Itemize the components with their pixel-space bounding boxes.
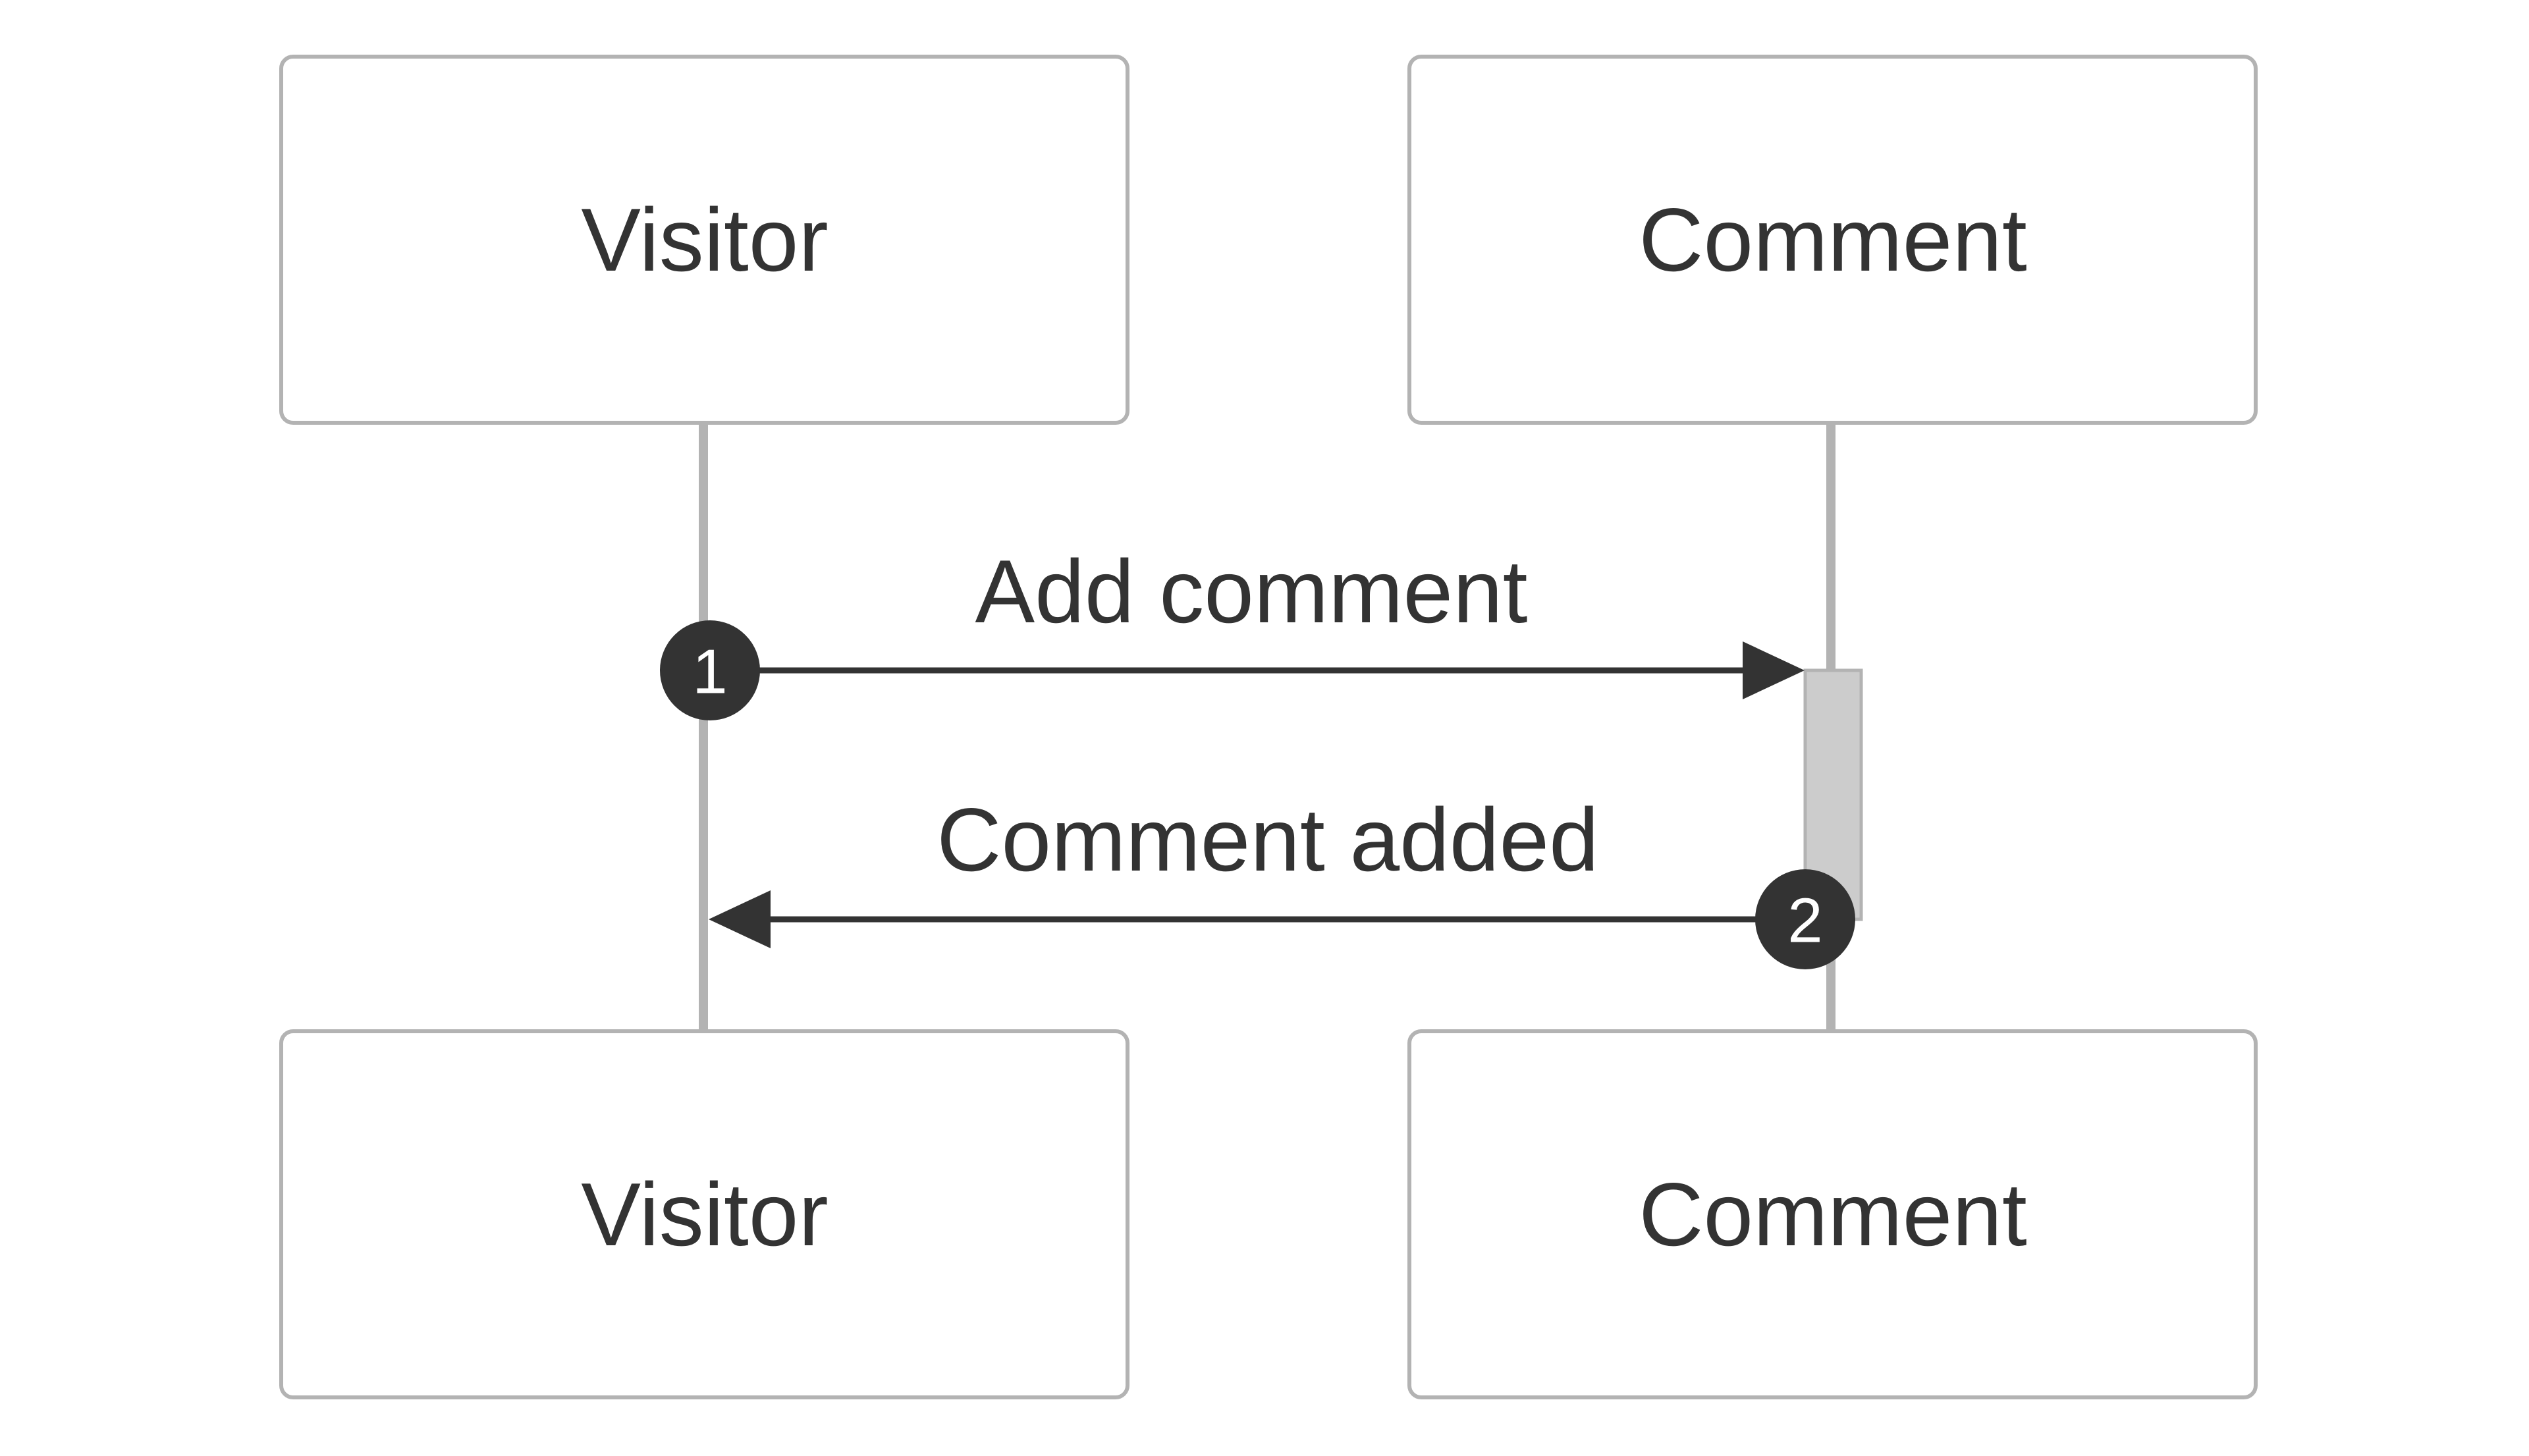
message-2-label: Comment added bbox=[937, 790, 1598, 890]
actor-visitor-bottom: Visitor bbox=[279, 1029, 1129, 1399]
message-1-label: Add comment bbox=[975, 541, 1527, 641]
actor-comment-bottom: Comment bbox=[1407, 1029, 2258, 1399]
message-1: Add comment 1 bbox=[660, 541, 1805, 720]
actor-visitor-top-label: Visitor bbox=[581, 190, 828, 290]
actor-comment-top-label: Comment bbox=[1639, 190, 2027, 290]
sequence-number-2: 2 bbox=[1787, 886, 1822, 956]
message-1-arrowhead bbox=[1743, 641, 1805, 699]
sequence-number-1: 1 bbox=[692, 637, 727, 707]
message-2: Comment added 2 bbox=[709, 790, 1855, 969]
actor-visitor-top: Visitor bbox=[279, 55, 1129, 425]
sequence-badge-2 bbox=[1755, 869, 1855, 969]
actor-comment-top: Comment bbox=[1407, 55, 2258, 425]
actor-visitor-bottom-label: Visitor bbox=[581, 1164, 828, 1264]
sequence-badge-1 bbox=[660, 620, 760, 720]
actor-comment-bottom-label: Comment bbox=[1639, 1164, 2027, 1264]
message-2-arrowhead bbox=[709, 890, 771, 948]
